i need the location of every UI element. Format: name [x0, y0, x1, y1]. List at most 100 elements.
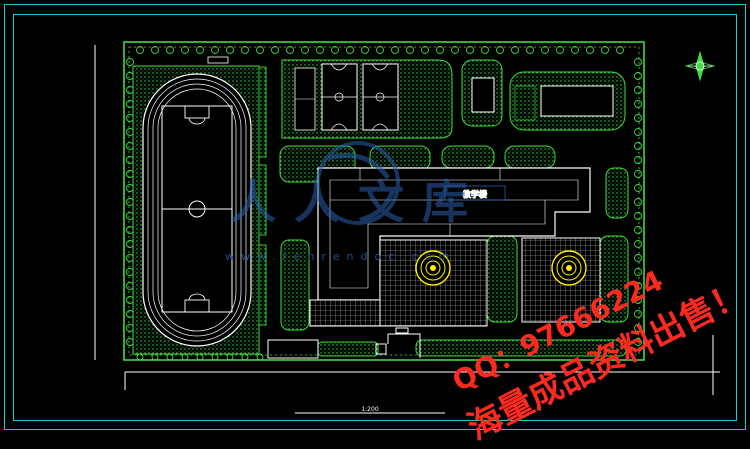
- tree-icon: [136, 46, 144, 54]
- tree-icon: [166, 46, 174, 54]
- tree-icon: [126, 184, 134, 192]
- tree-icon: [181, 46, 189, 54]
- tree-icon: [634, 226, 642, 234]
- tree-icon: [634, 58, 642, 66]
- tree-icon: [634, 296, 642, 304]
- fountain-icon: [551, 250, 587, 286]
- tree-icon: [126, 58, 134, 66]
- tree-icon: [126, 114, 134, 122]
- pitch-center-circle: [188, 200, 206, 218]
- site-boundary: [123, 41, 645, 361]
- site-plan: 教学楼: [94, 41, 720, 414]
- tree-icon: [634, 240, 642, 248]
- entrance-gate: [267, 327, 421, 359]
- track-lane-3: [152, 83, 242, 337]
- tree-icon: [271, 46, 279, 54]
- running-track: [132, 56, 260, 355]
- site-brand-watermark: 人人文库: [228, 138, 488, 229]
- tree-icon: [466, 46, 474, 54]
- tree-icon: [196, 46, 204, 54]
- tree-icon: [436, 46, 444, 54]
- tree-icon: [241, 46, 249, 54]
- tree-icon: [511, 46, 519, 54]
- tree-icon: [211, 46, 219, 54]
- tree-icon: [634, 212, 642, 220]
- boundary-tree-line: [128, 46, 640, 356]
- tree-icon: [126, 198, 134, 206]
- pitch-top-box: [184, 105, 210, 119]
- tree-icon: [634, 156, 642, 164]
- building-label: 教学楼: [463, 189, 487, 199]
- tree-icon: [126, 282, 134, 290]
- tree-icon: [316, 46, 324, 54]
- tree-icon: [126, 142, 134, 150]
- boundary-lines: [94, 45, 720, 414]
- site-brand-text: 人人文库: [230, 175, 486, 229]
- tree-icon: [126, 296, 134, 304]
- fountain-icon: [415, 250, 451, 286]
- track-lane-2: [147, 78, 247, 342]
- tree-icon: [634, 184, 642, 192]
- tree-icon: [126, 128, 134, 136]
- tree-icon: [126, 212, 134, 220]
- tree-icon: [126, 324, 134, 332]
- tree-icon: [571, 46, 579, 54]
- tree-icon: [634, 72, 642, 80]
- tree-icon: [496, 46, 504, 54]
- tree-icon: [421, 46, 429, 54]
- garden-pavilions: [461, 59, 626, 131]
- tree-icon: [346, 46, 354, 54]
- tree-icon: [126, 254, 134, 262]
- tree-icon: [126, 268, 134, 276]
- tree-icon: [256, 46, 264, 54]
- tree-icon: [556, 46, 564, 54]
- tree-icon: [126, 240, 134, 248]
- cad-drawing: 教学楼: [4, 4, 750, 448]
- tree-icon: [634, 310, 642, 318]
- tree-icon: [151, 46, 159, 54]
- tree-icon: [331, 46, 339, 54]
- tree-icon: [126, 226, 134, 234]
- tree-icon: [391, 46, 399, 54]
- tree-icon: [634, 100, 642, 108]
- planting-strips: [258, 66, 267, 326]
- tree-icon: [406, 46, 414, 54]
- tree-icon: [126, 156, 134, 164]
- tree-icon: [634, 114, 642, 122]
- tree-icon: [634, 324, 642, 332]
- compass-north-arrow-icon: [684, 50, 716, 82]
- tree-icon: [634, 170, 642, 178]
- tree-icon: [451, 46, 459, 54]
- tree-icon: [126, 86, 134, 94]
- scale-label: 1:200: [361, 406, 378, 413]
- tree-icon: [286, 46, 294, 54]
- tree-icon: [616, 46, 624, 54]
- sports-courts: [281, 59, 453, 139]
- tree-icon: [634, 86, 642, 94]
- tree-icon: [361, 46, 369, 54]
- tree-icon: [126, 310, 134, 318]
- tree-icon: [634, 282, 642, 290]
- track-inner-lane: [157, 88, 237, 332]
- tree-icon: [226, 46, 234, 54]
- tree-icon: [126, 100, 134, 108]
- tree-icon: [126, 72, 134, 80]
- tree-icon: [634, 128, 642, 136]
- pitch-bottom-box: [184, 299, 210, 313]
- tree-icon: [634, 198, 642, 206]
- tree-icon: [634, 254, 642, 262]
- tree-icon: [301, 46, 309, 54]
- tree-icon: [376, 46, 384, 54]
- inner-frame: [13, 14, 737, 421]
- tree-icon: [541, 46, 549, 54]
- site-url-watermark: www.renrendoc.com: [225, 250, 457, 263]
- tree-icon: [126, 338, 134, 346]
- tree-icon: [126, 170, 134, 178]
- outer-frame: [4, 4, 746, 430]
- tree-icon: [634, 268, 642, 276]
- track-outer-lane: [142, 73, 252, 347]
- tree-icon: [634, 142, 642, 150]
- tree-icon: [481, 46, 489, 54]
- track-start-marker: [207, 56, 229, 64]
- tree-icon: [256, 353, 264, 361]
